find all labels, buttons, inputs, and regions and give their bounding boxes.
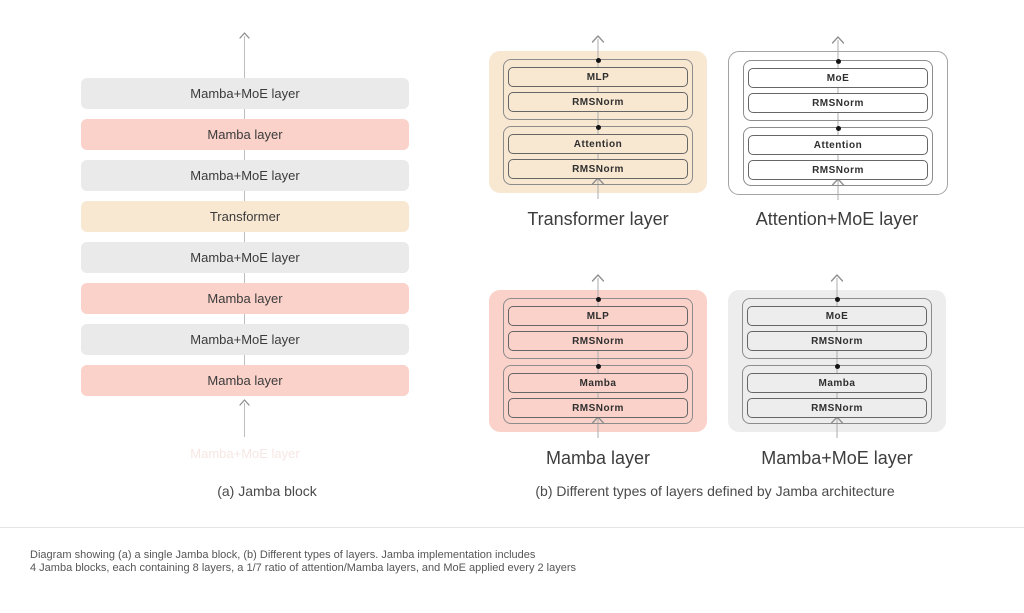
sublayer-rmsnorm: RMSNorm	[508, 398, 688, 418]
sublayer-label: RMSNorm	[811, 335, 863, 347]
sublayer-label: Mamba	[818, 377, 856, 389]
stack-layer-mamba-moe: Mamba+MoE layer	[81, 160, 409, 191]
panel-transformer-layer: MLP RMSNorm Attention RMSNorm	[489, 35, 707, 199]
sublayer-mlp: MLP	[508, 67, 688, 87]
layer-label: Mamba layer	[207, 291, 283, 306]
sublayer-attention: Attention	[748, 135, 928, 155]
stack-layer-mamba: Mamba layer	[81, 365, 409, 396]
residual-junction-dot	[595, 296, 601, 302]
panel-caption-mamba-moe-layer: Mamba+MoE layer	[761, 448, 913, 468]
layer-label: Mamba+MoE layer	[190, 168, 300, 183]
panel-attention-moe-layer: MoE RMSNorm Attention RMSNorm	[728, 36, 948, 200]
sublayer-label: RMSNorm	[572, 335, 624, 347]
sublayer-rmsnorm: RMSNorm	[508, 159, 688, 179]
footer-line-1: Diagram showing (a) a single Jamba block…	[30, 549, 536, 561]
layer-label: Mamba+MoE layer	[190, 332, 300, 347]
sublayer-label: MLP	[586, 71, 610, 83]
sublayer-rmsnorm: RMSNorm	[508, 92, 688, 112]
stack-layer-mamba-moe: Mamba+MoE layer	[81, 78, 409, 109]
stack-flow-line-bottom	[244, 403, 245, 437]
sublayer-label: RMSNorm	[572, 402, 624, 414]
caption-b-layer-types: (b) Different types of layers defined by…	[535, 483, 895, 499]
sublayer-rmsnorm: RMSNorm	[748, 93, 928, 113]
footer-divider	[0, 527, 1024, 528]
sublayer-label: MLP	[586, 310, 610, 322]
stack-connector	[244, 109, 245, 119]
residual-junction-dot	[595, 124, 601, 130]
stack-connector	[244, 191, 245, 201]
sublayer-label: RMSNorm	[812, 164, 864, 176]
residual-junction-dot	[595, 363, 601, 369]
sublayer-mamba: Mamba	[747, 373, 927, 393]
arrow-up-icon	[239, 399, 250, 406]
stack-layer-transformer: Transformer	[81, 201, 409, 232]
residual-junction-dot	[834, 363, 840, 369]
sublayer-moe: MoE	[748, 68, 928, 88]
layer-label: Mamba+MoE layer	[190, 86, 300, 101]
sublayer-label: Mamba	[579, 377, 617, 389]
caption-a-jamba-block: (a) Jamba block	[217, 483, 317, 499]
panel-caption-mamba-layer: Mamba layer	[545, 448, 651, 468]
panel-mamba-layer: MLP RMSNorm Mamba RMSNorm	[489, 274, 707, 438]
stack-connector	[244, 150, 245, 160]
sublayer-rmsnorm: RMSNorm	[747, 331, 927, 351]
panel-caption-attention-moe-layer: Attention+MoE layer	[755, 209, 919, 229]
layer-label: Mamba layer	[207, 127, 283, 142]
stack-layer-mamba: Mamba layer	[81, 283, 409, 314]
sublayer-label: Attention	[573, 138, 623, 150]
stack-flow-line-top	[244, 36, 245, 78]
stack-layer-mamba-moe: Mamba+MoE layer	[81, 242, 409, 273]
stack-connector	[244, 232, 245, 242]
sublayer-rmsnorm: RMSNorm	[747, 398, 927, 418]
sublayer-mlp: MLP	[508, 306, 688, 326]
sublayer-attention: Attention	[508, 134, 688, 154]
layer-label: Mamba+MoE layer	[190, 250, 300, 265]
stack-layer-mamba-moe: Mamba+MoE layer	[81, 324, 409, 355]
stack-connector	[244, 273, 245, 283]
footer-line-2: 4 Jamba blocks, each containing 8 layers…	[30, 562, 577, 574]
sublayer-label: Attention	[813, 139, 863, 151]
footer-description: Diagram showing (a) a single Jamba block…	[30, 549, 576, 575]
residual-junction-dot	[834, 296, 840, 302]
sublayer-rmsnorm: RMSNorm	[508, 331, 688, 351]
residual-junction-dot	[835, 125, 841, 131]
sublayer-mamba: Mamba	[508, 373, 688, 393]
layer-label: Mamba layer	[207, 373, 283, 388]
sublayer-label: RMSNorm	[572, 96, 624, 108]
sublayer-label: RMSNorm	[812, 97, 864, 109]
faded-previous-layer-label: Mamba+MoE layer	[190, 446, 300, 461]
arrow-up-icon	[239, 32, 250, 39]
sublayer-label: MoE	[826, 72, 850, 84]
stack-layer-mamba: Mamba layer	[81, 119, 409, 150]
sublayer-label: MoE	[825, 310, 849, 322]
layer-label: Transformer	[209, 209, 281, 224]
panel-mamba-moe-layer: MoE RMSNorm Mamba RMSNorm	[728, 274, 946, 438]
stack-connector	[244, 355, 245, 365]
sublayer-moe: MoE	[747, 306, 927, 326]
sublayer-label: RMSNorm	[811, 402, 863, 414]
sublayer-label: RMSNorm	[572, 163, 624, 175]
residual-junction-dot	[595, 57, 601, 63]
residual-junction-dot	[835, 58, 841, 64]
stack-connector	[244, 314, 245, 324]
panel-caption-transformer-layer: Transformer layer	[527, 209, 669, 229]
sublayer-rmsnorm: RMSNorm	[748, 160, 928, 180]
